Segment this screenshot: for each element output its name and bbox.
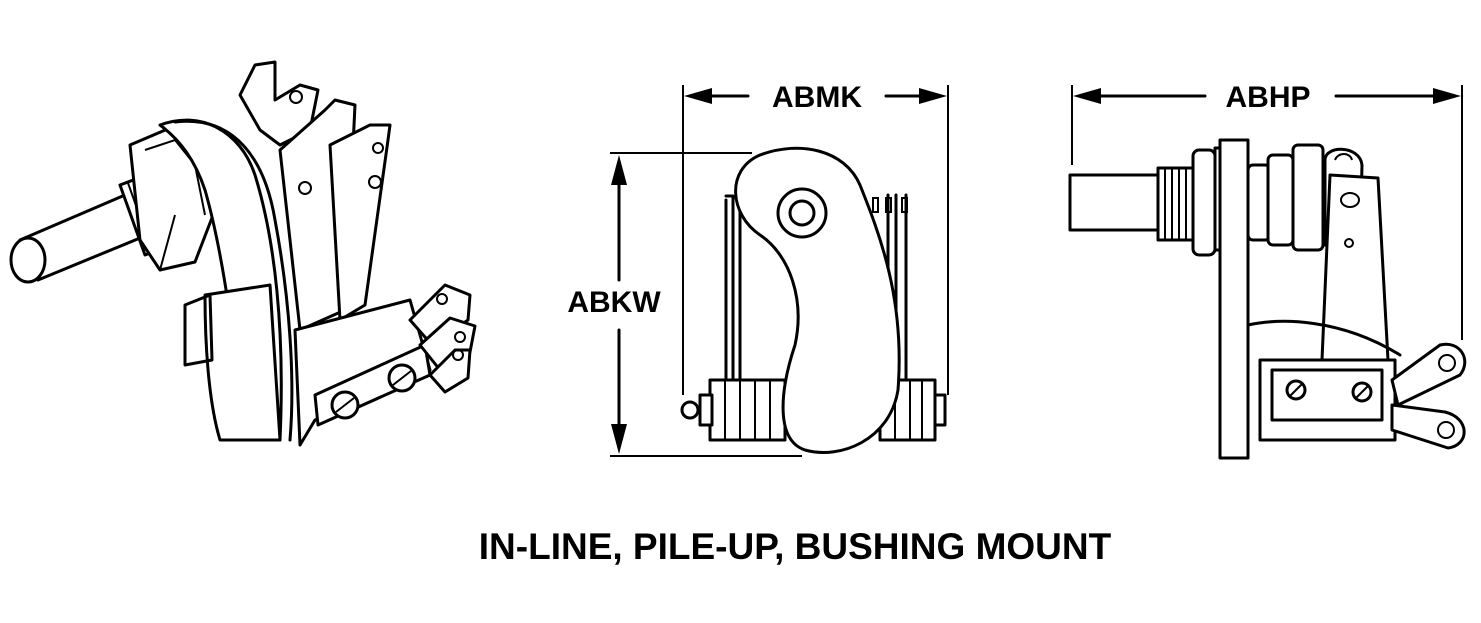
front-view: ABMK ABKW (567, 81, 949, 457)
height-dimension-label: ABKW (567, 286, 661, 319)
right-arrowhead-icon (919, 88, 947, 104)
right-arrowhead-icon (1433, 88, 1461, 104)
left-arrowhead-icon (1073, 88, 1101, 104)
length-dimension-label: ABHP (1225, 81, 1310, 114)
up-arrowhead-icon (611, 155, 627, 185)
width-dimension-label: ABMK (772, 81, 862, 114)
diagram-caption: IN-LINE, PILE-UP, BUSHING MOUNT (479, 526, 1112, 567)
isometric-switch-view (9, 60, 477, 447)
down-arrowhead-icon (611, 424, 627, 454)
side-view: ABHP (1068, 81, 1467, 460)
left-arrowhead-icon (684, 88, 712, 104)
